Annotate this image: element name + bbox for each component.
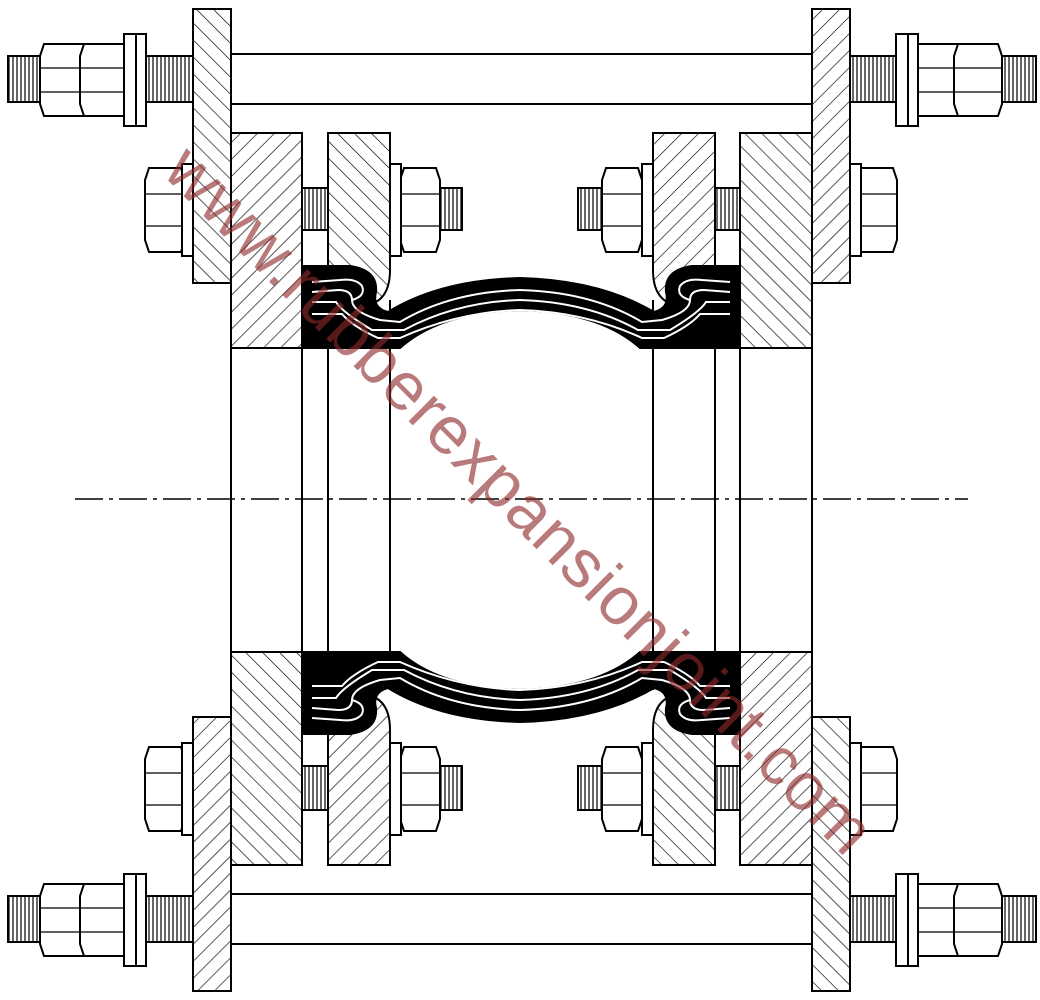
joint-flanges — [327, 132, 716, 866]
flange-bolts — [144, 163, 898, 836]
rubber-bellows-top — [301, 265, 741, 349]
tie-rod-bottom — [7, 893, 1037, 945]
tie-rod-nuts — [39, 33, 1003, 967]
tie-rod-top — [7, 53, 1037, 105]
tie-plates — [192, 8, 851, 992]
mating-flanges — [230, 132, 813, 866]
rubber-bellows-bottom — [301, 651, 741, 735]
pipe-bore — [230, 300, 813, 690]
